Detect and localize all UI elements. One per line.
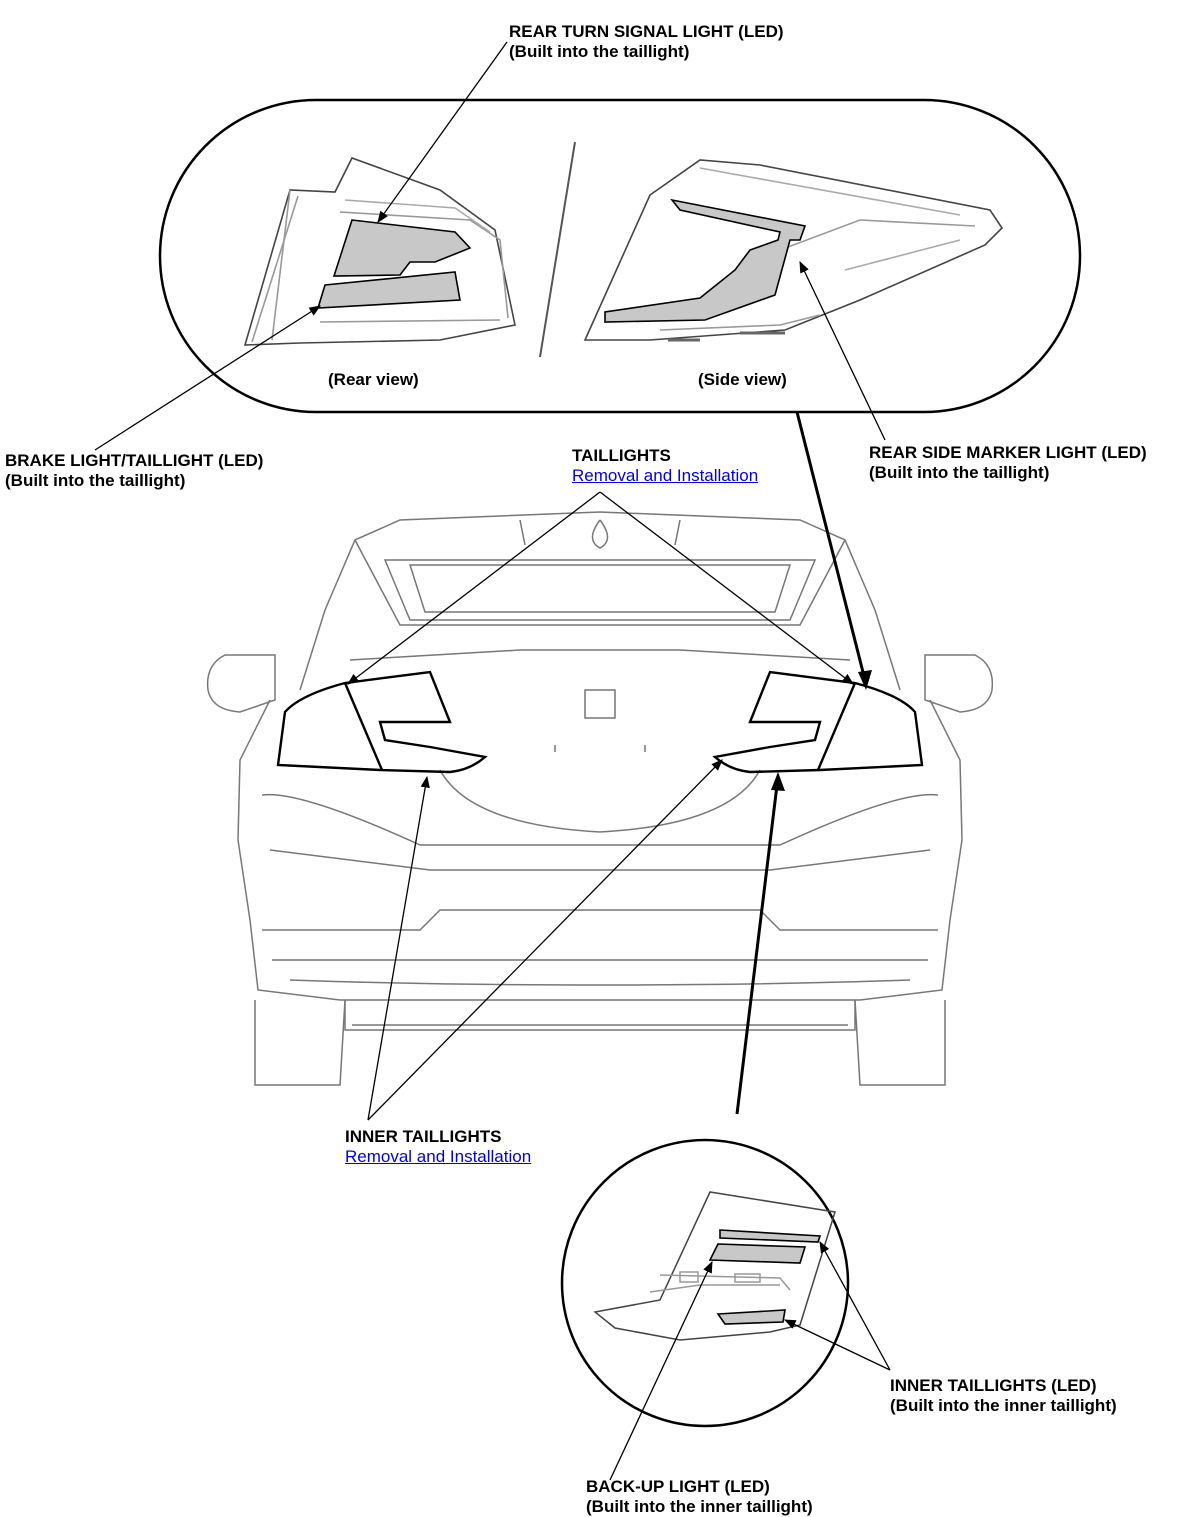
- taillights-removal-link[interactable]: Removal and Installation: [572, 466, 759, 485]
- bottom-detail-circle: [560, 1138, 850, 1428]
- inner-taillights-title: INNER TAILLIGHTS: [345, 1127, 502, 1146]
- rear-turn-signal-sub: (Built into the taillight): [509, 42, 690, 61]
- car-rear-outline: [206, 511, 994, 1086]
- brake-taillight-lamp: [316, 271, 461, 309]
- rear-side-marker-label: REAR SIDE MARKER LIGHT (LED) (Built into…: [869, 443, 1147, 483]
- taillight-side-view: [583, 159, 1004, 342]
- connector-arrowhead-top: [858, 670, 872, 690]
- inner-taillights-led-sub: (Built into the inner taillight): [890, 1396, 1117, 1415]
- backup-light-label: BACK-UP LIGHT (LED) (Built into the inne…: [586, 1477, 813, 1517]
- rear-side-marker-sub: (Built into the taillight): [869, 463, 1050, 482]
- car-left-taillight: [276, 670, 488, 774]
- brake-taillight-label: BRAKE LIGHT/TAILLIGHT (LED) (Built into …: [5, 451, 263, 491]
- brake-taillight-title: BRAKE LIGHT/TAILLIGHT (LED): [5, 451, 264, 470]
- side-view-caption: (Side view): [698, 370, 787, 389]
- connector-arrowhead-bottom: [771, 772, 785, 791]
- backup-light-lamp: [708, 1243, 807, 1264]
- inner-taillight-detail: [593, 1191, 836, 1341]
- inner-taillights-led-title: INNER TAILLIGHTS (LED): [890, 1376, 1097, 1395]
- backup-light-title: BACK-UP LIGHT (LED): [586, 1477, 770, 1496]
- leader-lines: [94, 41, 891, 1481]
- rear-turn-signal-lamp: [332, 219, 472, 277]
- taillights-label: TAILLIGHTS Removal and Installation: [572, 446, 758, 486]
- rear-view-caption: (Rear view): [328, 370, 419, 389]
- inner-taillights-removal-link[interactable]: Removal and Installation: [345, 1147, 532, 1166]
- taillight-rear-view: [243, 157, 516, 346]
- rear-turn-signal-title: REAR TURN SIGNAL LIGHT (LED): [509, 22, 784, 41]
- inner-taillights-led-label: INNER TAILLIGHTS (LED) (Built into the i…: [890, 1376, 1117, 1416]
- taillights-title: TAILLIGHTS: [572, 446, 671, 465]
- car-right-taillight: [712, 670, 924, 774]
- brake-taillight-sub: (Built into the taillight): [5, 471, 186, 490]
- rear-turn-signal-label: REAR TURN SIGNAL LIGHT (LED) (Built into…: [509, 22, 784, 62]
- inner-taillight-lower-lamp: [716, 1309, 786, 1325]
- inner-taillight-top-strip: [719, 1229, 822, 1243]
- rear-side-marker-lamp: [604, 198, 807, 323]
- backup-light-sub: (Built into the inner taillight): [586, 1497, 813, 1516]
- inner-taillights-label: INNER TAILLIGHTS Removal and Installatio…: [345, 1127, 531, 1167]
- rear-side-marker-title: REAR SIDE MARKER LIGHT (LED): [869, 443, 1147, 462]
- detail-connector-lines: [735, 411, 868, 1115]
- top-detail-capsule: [158, 98, 1082, 414]
